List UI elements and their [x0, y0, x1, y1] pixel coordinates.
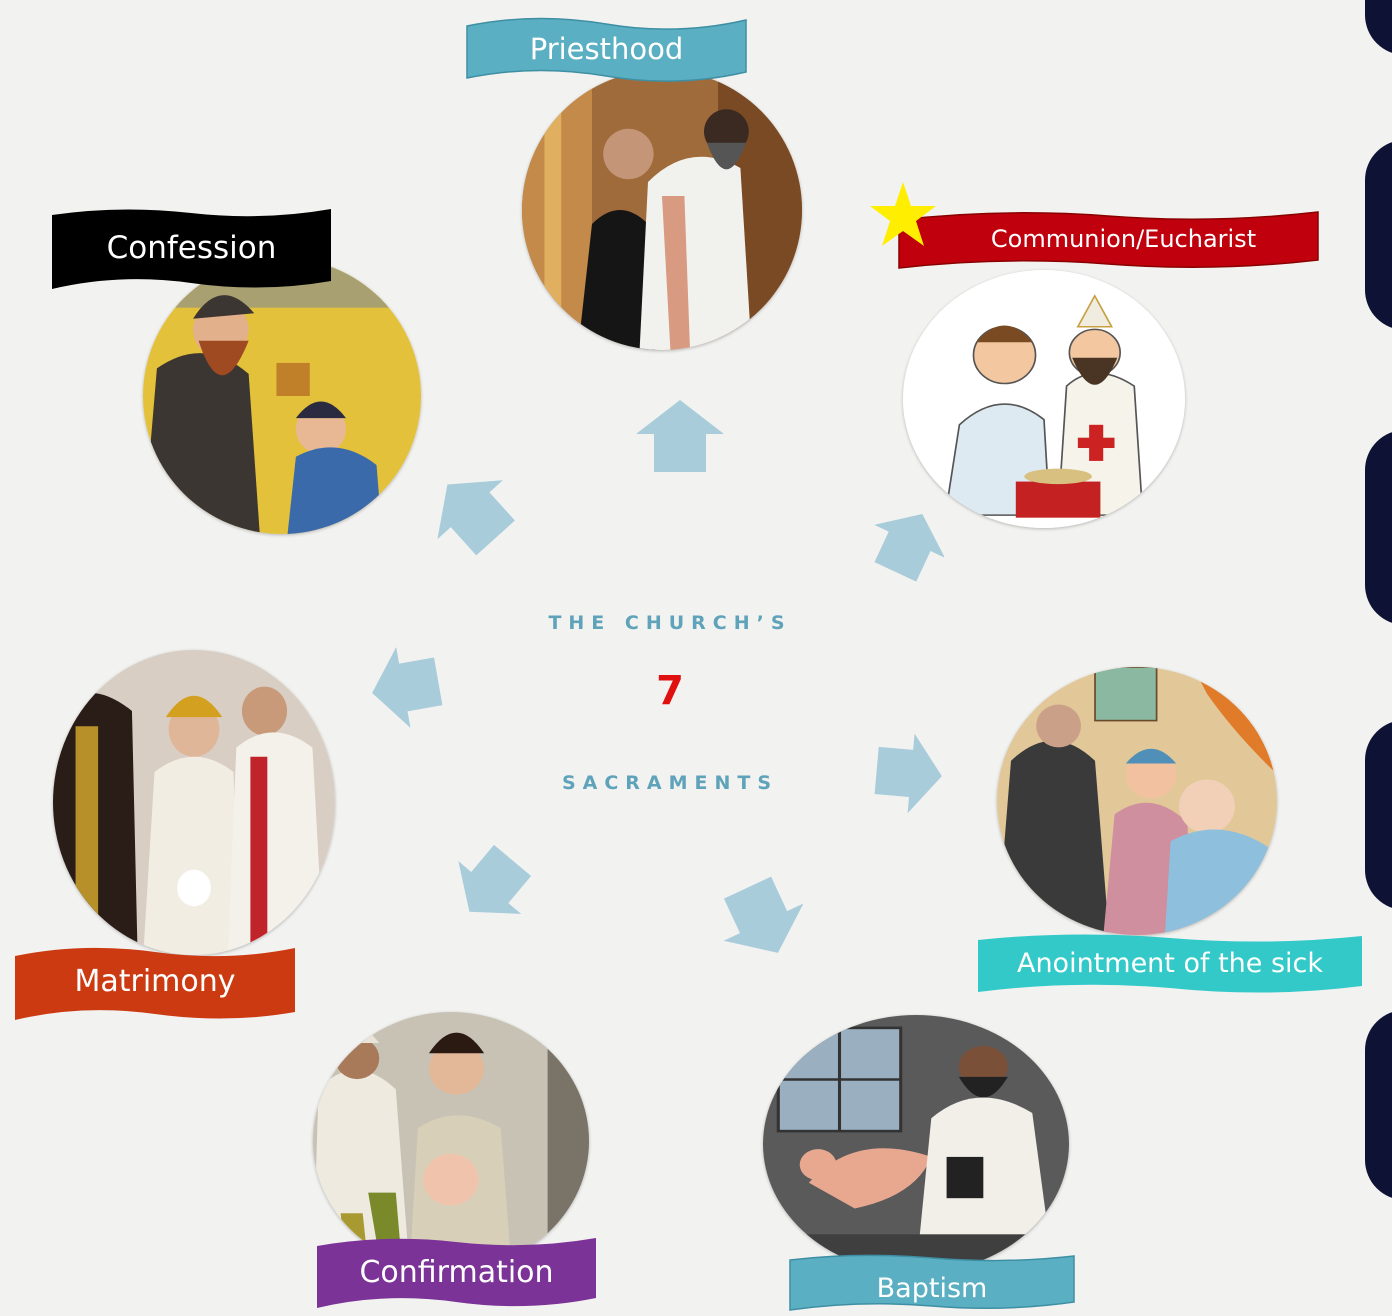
star-icon [870, 182, 936, 246]
arrow-left-icon [372, 647, 443, 728]
banner-label-priesthood: Priesthood [529, 32, 684, 66]
edge-decoration-3 [1365, 430, 1392, 625]
confession-photo [143, 258, 421, 534]
arrow-down-right-icon [723, 876, 804, 953]
banner-confirmation: Confirmation [315, 1232, 598, 1312]
edge-decoration-2 [1365, 140, 1392, 330]
edge-decoration-4 [1365, 720, 1392, 910]
edge-decoration-5 [1365, 1010, 1392, 1200]
banner-baptism: Baptism [788, 1250, 1076, 1312]
banner-label-confirmation: Confirmation [359, 1254, 554, 1290]
banner-label-baptism: Baptism [876, 1272, 988, 1304]
banner-label-confession: Confession [106, 230, 277, 266]
edge-decoration-1 [1365, 0, 1392, 55]
arrow-right-icon [874, 733, 942, 814]
banner-priesthood: Priesthood [465, 10, 748, 88]
communion-photo [903, 270, 1185, 528]
arrow-up-icon [636, 400, 724, 472]
arrow-up-left-icon [437, 480, 515, 556]
sacrament-count: 7 [656, 668, 684, 714]
arrow-up-right-icon [874, 514, 944, 582]
banner-label-matrimony: Matrimony [74, 963, 236, 999]
baptism-photo [763, 1015, 1069, 1273]
banner-label-communion: Communion/Eucharist [990, 225, 1257, 253]
arrow-down-left-icon [458, 844, 532, 914]
anointment-photo [997, 667, 1277, 935]
priesthood-photo [522, 70, 802, 350]
diagram-title-line1: THE CHURCH’S [548, 612, 792, 634]
diagram-title-line2: SACRAMENTS [561, 772, 779, 794]
banner-confession: Confession [50, 203, 333, 293]
banner-matrimony: Matrimony [13, 938, 297, 1024]
banner-label-anointment: Anointment of the sick [1016, 947, 1324, 979]
matrimony-photo [53, 650, 335, 955]
banner-communion: Communion/Eucharist [897, 206, 1320, 272]
banner-anointment: Anointment of the sick [976, 928, 1364, 998]
